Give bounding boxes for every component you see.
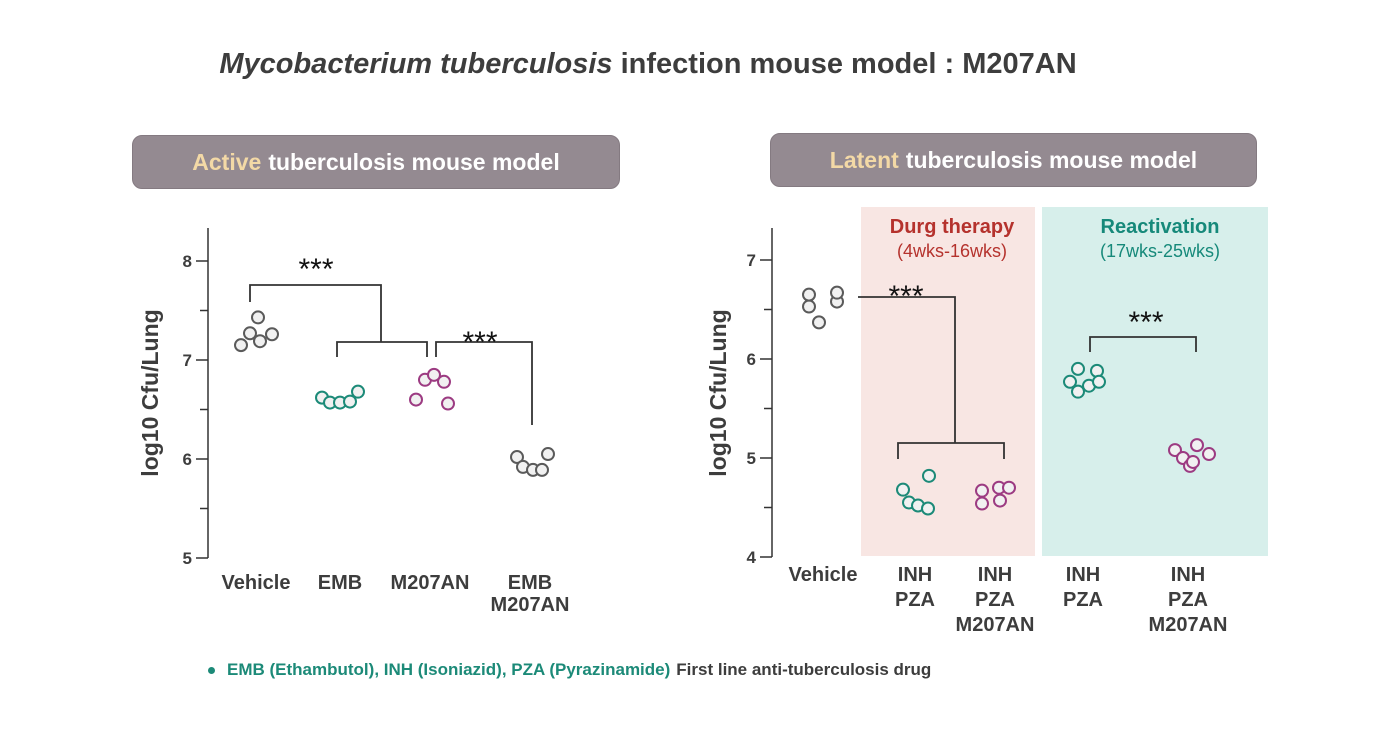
data-point — [510, 450, 524, 465]
data-point — [975, 496, 989, 511]
region-title-1: Reactivation — [1101, 216, 1220, 238]
data-point — [265, 327, 279, 342]
data-point — [802, 287, 816, 302]
active-highlight: Active — [192, 148, 262, 175]
page-title: Mycobacterium tuberculosis infection mou… — [0, 48, 1296, 81]
data-point — [251, 310, 265, 325]
x-category-label: Vehicle — [222, 572, 291, 594]
footnote: EMB (Ethambutol), INH (Isoniazid), PZA (… — [208, 660, 931, 680]
title-rest: infection mouse model : M207AN — [620, 48, 1077, 80]
x-category-label: PZA — [895, 589, 935, 611]
x-category-label: INH — [898, 564, 932, 586]
active-model-banner: Active tuberculosis mouse model — [132, 135, 620, 189]
footnote-drugs: EMB (Ethambutol), INH (Isoniazid), PZA (… — [227, 660, 671, 679]
x-category-label: M207AN — [1149, 614, 1228, 636]
y-tick-label: 6 — [747, 350, 756, 369]
x-category-label: INH — [978, 564, 1012, 586]
region-subtitle-1: (17wks-25wks) — [1100, 241, 1220, 261]
significance-bracket — [858, 296, 956, 443]
data-point — [437, 374, 451, 389]
title-species: Mycobacterium tuberculosis — [219, 48, 613, 80]
x-category-label: INH — [1066, 564, 1100, 586]
data-point — [1092, 374, 1106, 389]
data-point — [1190, 438, 1204, 453]
data-point — [441, 396, 455, 411]
latent-model-banner: Latent tuberculosis mouse model — [770, 133, 1257, 187]
y-tick-label: 5 — [747, 449, 756, 468]
y-axis-label: log10 Cfu/Lung — [137, 309, 163, 476]
significance-bracket — [897, 442, 1005, 459]
x-category-label: PZA — [975, 589, 1015, 611]
data-point — [1002, 480, 1016, 495]
y-tick-label: 5 — [183, 549, 192, 568]
data-point — [535, 462, 549, 477]
data-point — [993, 493, 1007, 508]
region-background-1 — [1042, 207, 1268, 556]
data-point — [343, 394, 357, 409]
region-title-0: Durg therapy — [890, 216, 1015, 238]
x-category-label: M207AN — [391, 572, 470, 594]
data-point — [541, 447, 555, 462]
data-point — [1071, 384, 1085, 399]
active-banner-text: tuberculosis mouse model — [268, 148, 560, 175]
y-tick-label: 4 — [747, 548, 757, 567]
significance-bracket — [249, 284, 382, 342]
y-tick-label: 7 — [183, 351, 192, 370]
region-subtitle-0: (4wks-16wks) — [897, 241, 1007, 261]
data-point — [1202, 447, 1216, 462]
x-category-label: PZA — [1168, 589, 1208, 611]
data-point — [409, 392, 423, 407]
data-point — [802, 299, 816, 314]
footnote-description: First line anti-tuberculosis drug — [676, 660, 932, 679]
y-tick-label: 6 — [183, 450, 192, 469]
x-category-label: PZA — [1063, 589, 1103, 611]
y-axis-label: log10 Cfu/Lung — [705, 309, 731, 476]
data-point — [812, 315, 826, 330]
significance-label: *** — [888, 280, 923, 313]
latent-highlight: Latent — [829, 146, 899, 173]
significance-label: *** — [1128, 306, 1163, 339]
x-category-label: INH — [1171, 564, 1205, 586]
y-tick-label: 7 — [747, 251, 756, 270]
x-category-label: M207AN — [956, 614, 1035, 636]
y-tick-label: 8 — [183, 252, 192, 271]
x-category-label: M207AN — [491, 594, 570, 616]
data-point — [243, 326, 257, 341]
data-point — [1071, 361, 1085, 376]
significance-bracket — [435, 341, 533, 425]
x-category-label: Vehicle — [789, 564, 858, 586]
significance-bracket — [336, 341, 428, 357]
data-point — [253, 334, 267, 349]
data-point — [1063, 374, 1077, 389]
significance-label: *** — [462, 326, 497, 359]
data-point — [427, 367, 441, 382]
data-point — [922, 468, 936, 483]
data-point — [896, 482, 910, 497]
data-point — [234, 338, 248, 353]
data-point — [351, 384, 365, 399]
significance-bracket — [1089, 336, 1197, 352]
x-category-label: EMB — [318, 572, 362, 594]
latent-banner-text: tuberculosis mouse model — [905, 146, 1198, 173]
significance-label: *** — [298, 253, 333, 286]
data-point — [921, 501, 935, 516]
data-point — [975, 483, 989, 498]
data-point — [830, 285, 844, 300]
data-point — [1168, 443, 1182, 458]
x-category-label: EMB — [508, 572, 552, 594]
data-point — [1186, 454, 1200, 469]
footnote-bullet-icon — [208, 666, 215, 674]
